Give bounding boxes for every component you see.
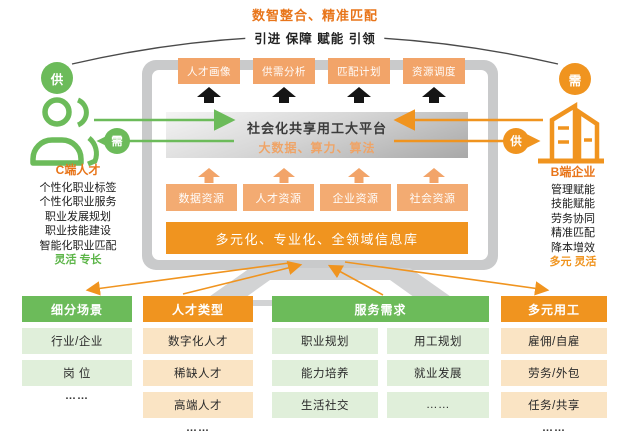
orange-up-arrows — [198, 168, 445, 183]
supply-badge-left: 供 — [41, 62, 73, 94]
resource-box: 企业资源 — [320, 184, 391, 211]
more-ellipsis: …… — [186, 422, 210, 433]
demand-badge-left: 需 — [104, 128, 130, 154]
up-arrow-icon — [198, 168, 220, 183]
column-header: 多元用工 — [501, 296, 607, 322]
b-side-item: 降本增效 — [551, 241, 595, 254]
up-arrow-icon — [347, 87, 371, 103]
info-base-bar: 多元化、专业化、全领域信息库 — [166, 222, 468, 254]
module-box: 匹配计划 — [328, 58, 390, 84]
up-arrow-icon — [197, 87, 221, 103]
column-cell: 高端人才 — [143, 392, 253, 418]
column-scenes: 细分场景 行业/企业 岗 位 …… — [22, 296, 132, 402]
column-cell: 岗 位 — [22, 360, 132, 386]
column-talent-types: 人才类型 数字化人才 稀缺人才 高端人才 …… — [143, 296, 253, 433]
column-cell: 职业规划 — [272, 328, 378, 354]
column-cell: 任务/共享 — [501, 392, 607, 418]
column-service-needs: 服务需求 职业规划 用工规划 能力培养 就业发展 生活社交 …… — [272, 296, 489, 418]
column-cell: 数字化人才 — [143, 328, 253, 354]
b-side-highlight: 多元 灵活 — [549, 256, 597, 268]
demand-badge-right: 需 — [559, 63, 591, 95]
b-side-title: B端企业 — [550, 165, 596, 179]
b-side-item: 技能赋能 — [551, 198, 595, 210]
column-cell: 行业/企业 — [22, 328, 132, 354]
platform-resources-row: 数据资源 人才资源 企业资源 社会资源 — [166, 184, 468, 211]
up-arrow-icon — [422, 87, 446, 103]
module-box: 资源调度 — [403, 58, 465, 84]
platform-core-bar: 社会化共享用工大平台 大数据、算力、算法 — [166, 112, 468, 158]
c-side-title: C端人才 — [55, 163, 101, 177]
resource-box: 社会资源 — [397, 184, 468, 211]
up-arrow-icon — [348, 168, 370, 183]
module-box: 供需分析 — [253, 58, 315, 84]
c-side-panel: C端人才 个性化职业标签 个性化职业服务 职业发展规划 职业技能建设 智能化职业… — [2, 163, 154, 268]
c-side-item: 职业发展规划 — [45, 210, 111, 223]
column-header: 人才类型 — [143, 296, 253, 322]
column-cell: 能力培养 — [272, 360, 378, 386]
column-cell: 用工规划 — [387, 328, 489, 354]
more-ellipsis: …… — [65, 390, 89, 402]
column-cell: …… — [387, 392, 489, 418]
column-header: 服务需求 — [272, 296, 489, 322]
column-cell: 生活社交 — [272, 392, 378, 418]
column-cell: 就业发展 — [387, 360, 489, 386]
column-employment-modes: 多元用工 雇佣/自雇 劳务/外包 任务/共享 …… — [501, 296, 607, 433]
diagram-title: 数智整合、精准匹配 — [251, 8, 378, 23]
resource-box: 人才资源 — [243, 184, 314, 211]
c-side-highlight: 灵活 专长 — [54, 254, 102, 266]
b-side-panel: B端企业 管理赋能 技能赋能 劳务协同 精准匹配 降本增效 多元 灵活 — [521, 165, 625, 270]
module-box: 人才画像 — [178, 58, 240, 84]
b-side-item: 劳务协同 — [551, 212, 595, 225]
supply-badge-right: 供 — [503, 128, 529, 154]
up-arrow-icon — [273, 168, 295, 183]
enterprise-building-icon — [538, 101, 604, 164]
column-cell: 劳务/外包 — [501, 360, 607, 386]
up-arrow-icon — [272, 87, 296, 103]
platform-modules-row: 人才画像 供需分析 匹配计划 资源调度 — [178, 58, 465, 84]
talent-users-icon — [30, 97, 99, 167]
c-side-item: 个性化职业服务 — [39, 196, 117, 208]
column-header: 细分场景 — [22, 296, 132, 322]
resource-box: 数据资源 — [166, 184, 237, 211]
arc-label: 引进 保障 赋能 引领 — [245, 28, 385, 47]
more-ellipsis: …… — [542, 422, 566, 433]
up-arrow-icon — [423, 168, 445, 183]
platform-subtitle: 大数据、算力、算法 — [258, 141, 376, 155]
column-cell: 稀缺人才 — [143, 360, 253, 386]
platform-name: 社会化共享用工大平台 — [246, 121, 387, 136]
c-side-item: 智能化职业匹配 — [39, 239, 117, 252]
b-side-item: 精准匹配 — [551, 227, 595, 239]
column-cell: 雇佣/自雇 — [501, 328, 607, 354]
b-side-item: 管理赋能 — [551, 183, 595, 196]
c-side-item: 个性化职业标签 — [39, 181, 117, 194]
black-up-arrows — [197, 87, 446, 103]
c-side-item: 职业技能建设 — [45, 225, 111, 237]
